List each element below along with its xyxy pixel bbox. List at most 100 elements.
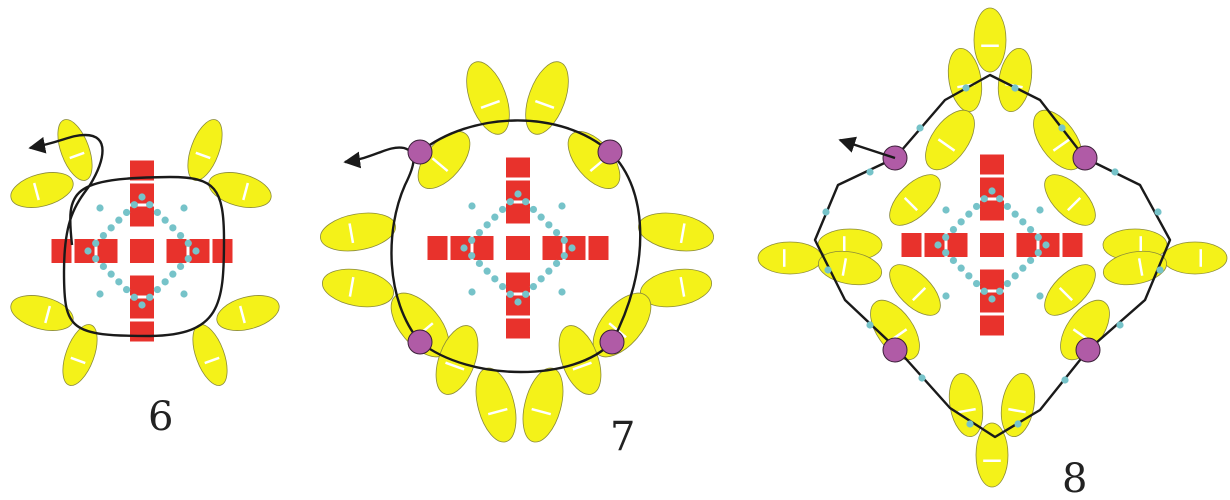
seed-bead [146,201,153,208]
seed-bead [988,295,995,302]
seed-bead [92,240,99,247]
seed-bead [553,260,560,267]
seed-bead [942,249,949,256]
seed-bead [491,214,498,221]
seed-bead [177,263,184,270]
seed-bead [162,217,169,224]
seed-bead [192,247,199,254]
bar-bead [902,233,922,257]
seed-bead [185,255,192,262]
seed-bead [476,260,483,267]
seed-bead [950,226,957,233]
seed-bead [499,283,506,290]
bar-bead [167,239,187,263]
seed-bead [934,241,941,248]
seed-bead [1019,218,1026,225]
seed-bead [177,232,184,239]
seed-bead [988,187,995,194]
seed-bead [1014,420,1021,427]
bar-bead [130,276,154,296]
seed-bead [100,232,107,239]
seed-bead [1004,203,1011,210]
seed-bead [138,301,145,308]
bar-bead [52,239,72,263]
seed-bead [507,291,514,298]
seed-bead [1036,292,1043,299]
seed-bead [507,198,514,205]
petal-bead [317,208,398,257]
seed-bead [966,420,973,427]
seed-bead [973,280,980,287]
seed-bead [180,290,187,297]
pearl-bead [883,338,907,362]
bar-bead [980,155,1004,175]
seed-bead [154,209,161,216]
seed-bead [180,204,187,211]
seed-bead [491,275,498,282]
seed-bead [958,218,965,225]
petal-bead [7,289,77,336]
step-7-label: 7 [610,414,635,460]
seed-bead [131,201,138,208]
seed-bead [123,209,130,216]
step-7-diagram [317,56,716,446]
seed-bead [1042,241,1049,248]
seed-bead [100,263,107,270]
seed-bead [981,288,988,295]
seed-bead [568,244,575,251]
seed-bead [468,202,475,209]
seed-bead [484,221,491,228]
petal-bead [758,242,822,274]
petal-bead [997,371,1040,440]
seed-bead [131,294,138,301]
bar-bead [130,239,154,263]
seed-bead [822,208,829,215]
petal-bead [213,289,283,336]
seed-bead [476,229,483,236]
seed-bead [981,195,988,202]
bar-bead [980,270,1004,290]
bar-bead [506,319,530,339]
pearl-bead [598,140,622,164]
seed-bead [185,240,192,247]
seed-bead [1154,208,1161,215]
bar-bead [506,158,530,178]
pearl-bead [1076,338,1100,362]
seed-bead [942,234,949,241]
pearl-bead [1073,146,1097,170]
bar-bead [130,322,154,342]
petal-bead [56,320,104,390]
red-cross [52,161,233,342]
seed-bead [918,374,925,381]
seed-bead [1116,321,1123,328]
seed-bead [1012,272,1019,279]
bar-bead [948,233,968,257]
petal-bead [881,166,949,234]
seed-bead [468,237,475,244]
seed-bead [96,204,103,211]
seed-bead [962,84,969,91]
seed-bead [1027,226,1034,233]
seed-bead [514,298,521,305]
step-8-diagram [758,8,1227,487]
seed-bead [996,195,1003,202]
bar-bead [506,273,530,293]
seed-bead [824,266,831,273]
red-cross [428,158,609,339]
seed-bead [530,206,537,213]
seed-bead [545,268,552,275]
seed-bead [1061,376,1068,383]
seed-bead [468,288,475,295]
seed-bead [1035,249,1042,256]
seed-bead [545,221,552,228]
seed-bead [916,124,923,131]
seed-bead [558,288,565,295]
bar-bead [980,316,1004,336]
seed-bead [1012,211,1019,218]
petal-bead [916,102,984,178]
petal-bead [1163,242,1227,274]
seed-bead [1036,206,1043,213]
bar-bead [98,239,118,263]
seed-bead [1058,124,1065,131]
